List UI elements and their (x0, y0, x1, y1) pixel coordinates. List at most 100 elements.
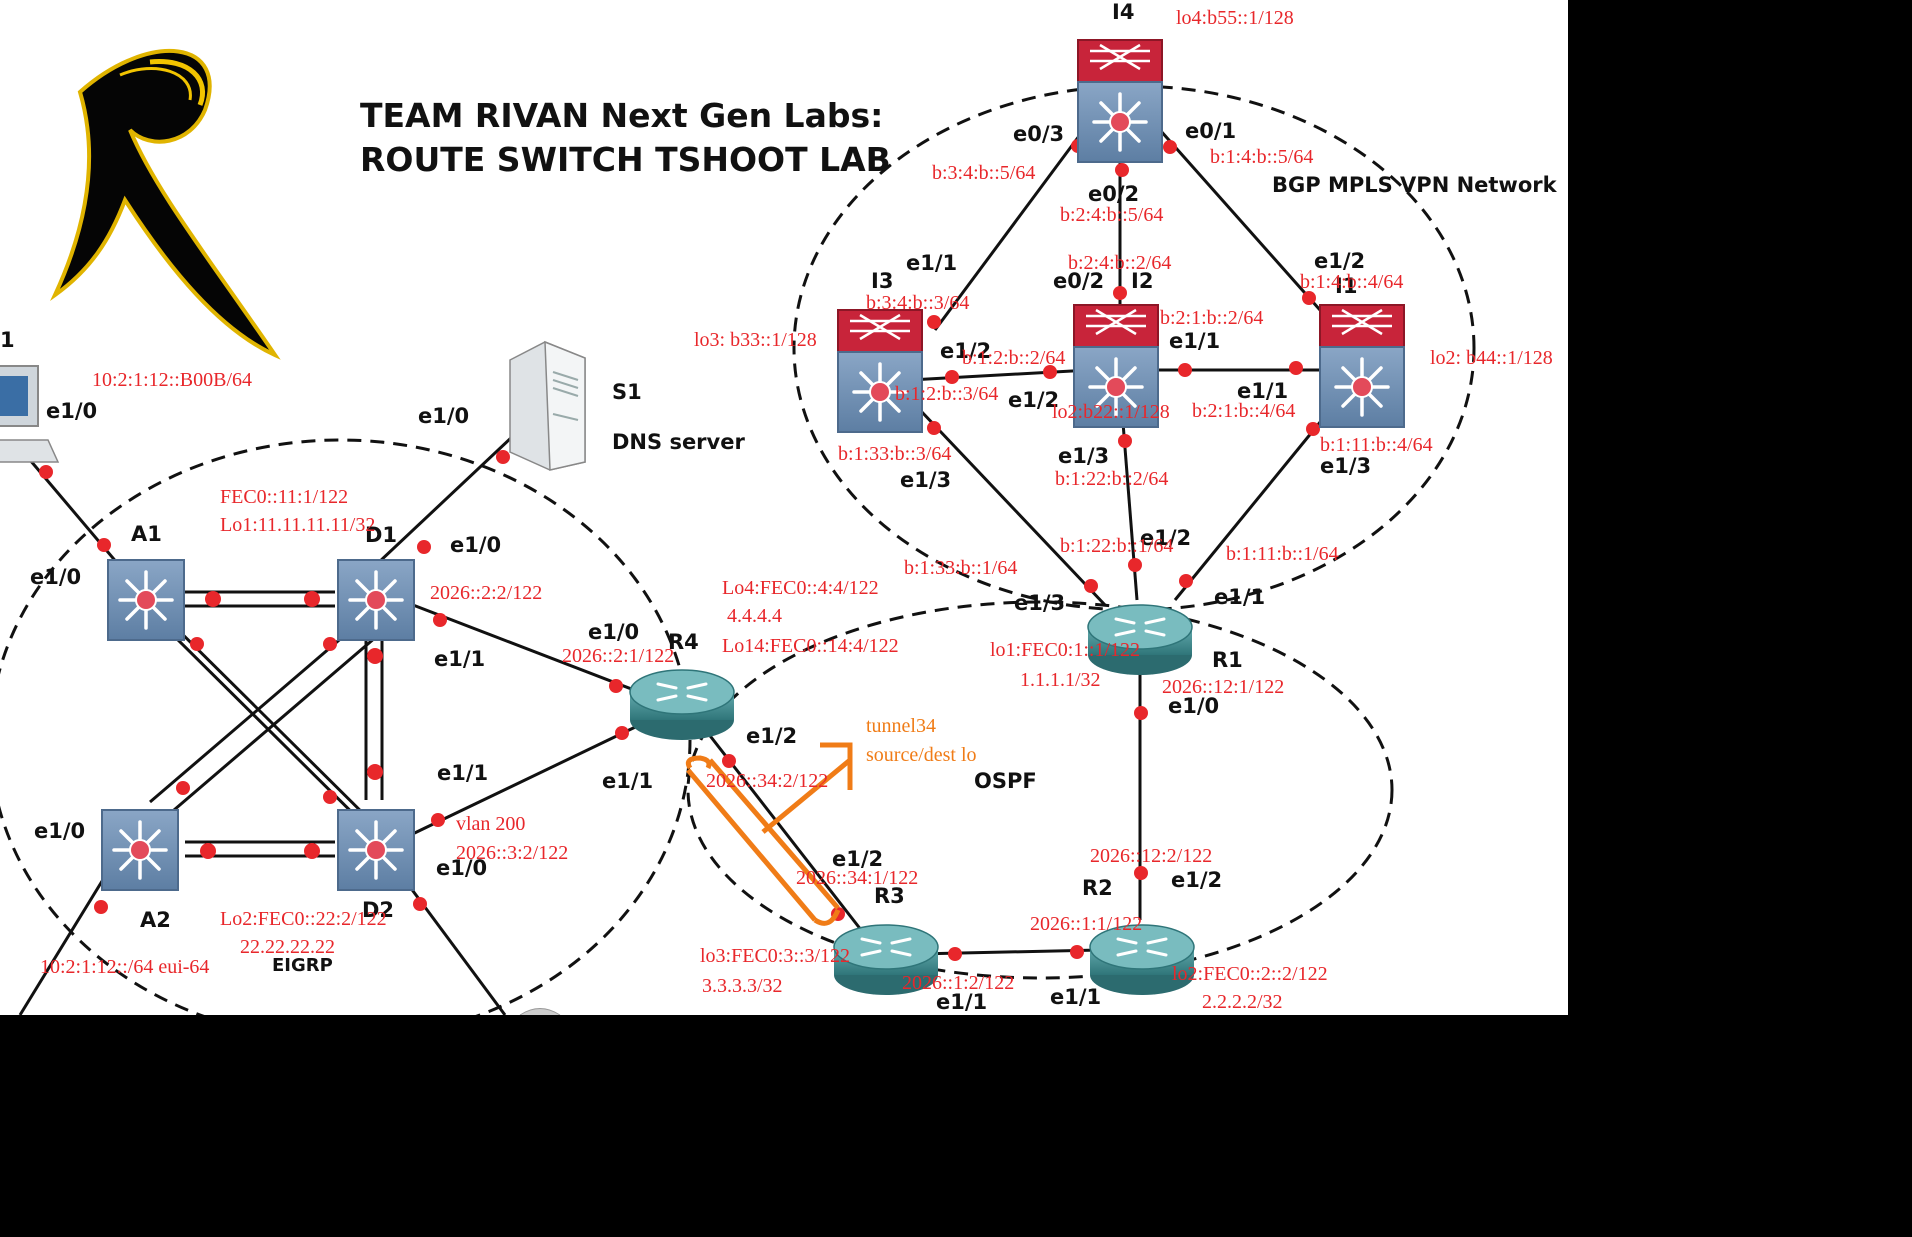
r4-loopback: Lo4:FEC0::4:4/122 (722, 577, 879, 599)
tunnel-source-label: source/dest lo (866, 744, 977, 766)
i4-e01-label: e0/1 (1185, 119, 1237, 143)
a1-e10-label: e1/0 (30, 565, 82, 589)
i1-switch-icon[interactable] (1318, 303, 1406, 429)
i1-e12-label: e1/2 (1314, 249, 1366, 273)
r1-router-id: 1.1.1.1/32 (1020, 669, 1101, 691)
i4-switch-icon[interactable] (1076, 38, 1164, 164)
pc-icon[interactable] (0, 365, 60, 463)
r4-loopback14: Lo14:FEC0::14:4/122 (722, 635, 899, 657)
i1-e11-addr: b:2:1:b::4/64 (1192, 400, 1296, 422)
r4-router-id: 4.4.4.4 (727, 605, 782, 627)
d2-router-id: 22.22.22.22 (240, 936, 335, 958)
i4-e03-label: e0/3 (1013, 122, 1065, 146)
a2-name: A2 (140, 908, 171, 932)
bgp-area-ellipse (792, 84, 1476, 612)
i3-e11-label: e1/1 (906, 251, 958, 275)
s1-name: S1 (612, 380, 642, 404)
r3-name: R3 (874, 884, 905, 908)
d2-vlan-label: vlan 200 (456, 813, 526, 835)
lab-title-line2: ROUTE SWITCH TSHOOT LAB (360, 140, 891, 179)
i3-e12-addr: b:1:2:b::3/64 (895, 383, 999, 405)
i1-e12-addr: b:1:4:b::4/64 (1300, 271, 1404, 293)
d1-loopback: Lo1:11.11.11.11/32 (220, 514, 376, 536)
r1-e12-label: e1/2 (1140, 526, 1192, 550)
r4-router-icon[interactable] (628, 668, 736, 742)
r2-router-id: 2.2.2.2/32 (1202, 991, 1283, 1013)
topology-drawing (0, 38, 1476, 1015)
r1-e12-addr: b:1:22:b::1/64 (1060, 535, 1174, 557)
eigrp-area-ellipse (0, 438, 692, 1015)
d2-loopback: Lo2:FEC0::22:2/122 (220, 908, 387, 930)
i4-loopback: lo4:b55::1/128 (1176, 7, 1294, 29)
i2-e11-addr: b:2:1:b::2/64 (1160, 307, 1264, 329)
d2-e10-label: e1/0 (436, 856, 488, 880)
r1-e13-addr: b:1:33:b::1/64 (904, 557, 1018, 579)
i2-loopback: lo2:b22::1/128 (1052, 401, 1170, 423)
r4-name: R4 (668, 630, 699, 654)
i4-name: I4 (1112, 0, 1135, 24)
pc-address: 10:2:1:12::B00B/64 (92, 369, 253, 391)
d2-e11-label: e1/1 (437, 761, 489, 785)
a1-switch-icon[interactable] (106, 558, 186, 642)
i2-e13-label: e1/3 (1058, 444, 1110, 468)
d1-name: D1 (365, 523, 398, 547)
i1-e13-addr: b:1:11:b::4/64 (1320, 434, 1433, 456)
d1-switch-icon[interactable] (336, 558, 416, 642)
eigrp-area-label: EIGRP (272, 955, 333, 976)
topology-canvas: TEAM RIVAN Next Gen Labs: ROUTE SWITCH T… (0, 0, 1568, 1015)
i3-e13-addr: b:1:33:b::3/64 (838, 443, 952, 465)
a2-switch-icon[interactable] (100, 808, 180, 892)
d2-e11-addr: 2026::3:2/122 (456, 842, 569, 864)
i2-e13-addr: b:1:22:b::2/64 (1055, 468, 1169, 490)
r4-e11-label: e1/1 (602, 769, 654, 793)
i2-name: I2 (1131, 269, 1154, 293)
i1-e13-label: e1/3 (1320, 454, 1372, 478)
ospf-area-label: OSPF (974, 769, 1037, 793)
i4-e02-addr: b:2:4:b::5/64 (1060, 204, 1164, 226)
tunnel-label: tunnel34 (866, 715, 936, 737)
r3-e11-label: e1/1 (936, 990, 988, 1014)
r1-loopback: lo1:FEC0:1::1/122 (990, 639, 1141, 661)
server-icon[interactable] (509, 340, 586, 471)
i4-e02-label: e0/2 (1088, 182, 1140, 206)
i2-e12-addr: b:1:2:b::2/64 (962, 347, 1066, 369)
d2-switch-icon[interactable] (336, 808, 416, 892)
i3-e13-label: e1/3 (900, 468, 952, 492)
r3-e12-addr: 2026::34:1/122 (796, 867, 919, 889)
lab-title-line1: TEAM RIVAN Next Gen Labs: (360, 96, 884, 135)
s1-role: DNS server (612, 430, 745, 454)
r3-e11-addr: 2026::1:2/122 (902, 972, 1015, 994)
r3-e12-label: e1/2 (832, 847, 884, 871)
d1-e10-label: e1/0 (450, 533, 502, 557)
i4-e03-addr: b:3:4:b::5/64 (932, 162, 1036, 184)
r2-e11-addr: 2026::1:1/122 (1030, 913, 1143, 935)
i1-e11-label: e1/1 (1237, 379, 1289, 403)
r1-name: R1 (1212, 648, 1243, 672)
i3-switch-icon[interactable] (836, 308, 924, 434)
i2-e02-label: e0/2 (1053, 269, 1105, 293)
i3-e12-label: e1/2 (940, 339, 992, 363)
r3-loopback: lo3:FEC0:3::3/122 (700, 945, 851, 967)
r4-e10-label: e1/0 (588, 620, 640, 644)
tunnel-drawing (685, 742, 853, 926)
i3-loopback: lo3: b33::1/128 (694, 329, 817, 351)
i4-e01-addr: b:1:4:b::5/64 (1210, 146, 1314, 168)
d1-e11-label: e1/1 (434, 647, 486, 671)
d2-name: D2 (362, 898, 395, 922)
a1-name: A1 (131, 522, 162, 546)
r2-e11-label: e1/1 (1050, 985, 1102, 1009)
bgp-area-label: BGP MPLS VPN Network (1272, 173, 1557, 197)
r4-e12-addr: 2026::34:2/122 (706, 770, 829, 792)
r1-e10-addr: 2026::12:1/122 (1162, 676, 1285, 698)
d1-fec-addr: FEC0::11:1/122 (220, 486, 349, 508)
a2-e10-label: e1/0 (34, 819, 86, 843)
pc-name: 1 (0, 328, 15, 352)
r2-e12-addr: 2026::12:2/122 (1090, 845, 1213, 867)
r1-e11-addr: b:1:11:b::1/64 (1226, 543, 1339, 565)
r3-router-id: 3.3.3.3/32 (702, 975, 783, 997)
i2-e12-label: e1/2 (1008, 388, 1060, 412)
r2-name: R2 (1082, 876, 1113, 900)
r1-e13-label: e1/3 (1014, 591, 1066, 615)
d1-e11-addr: 2026::2:2/122 (430, 582, 543, 604)
